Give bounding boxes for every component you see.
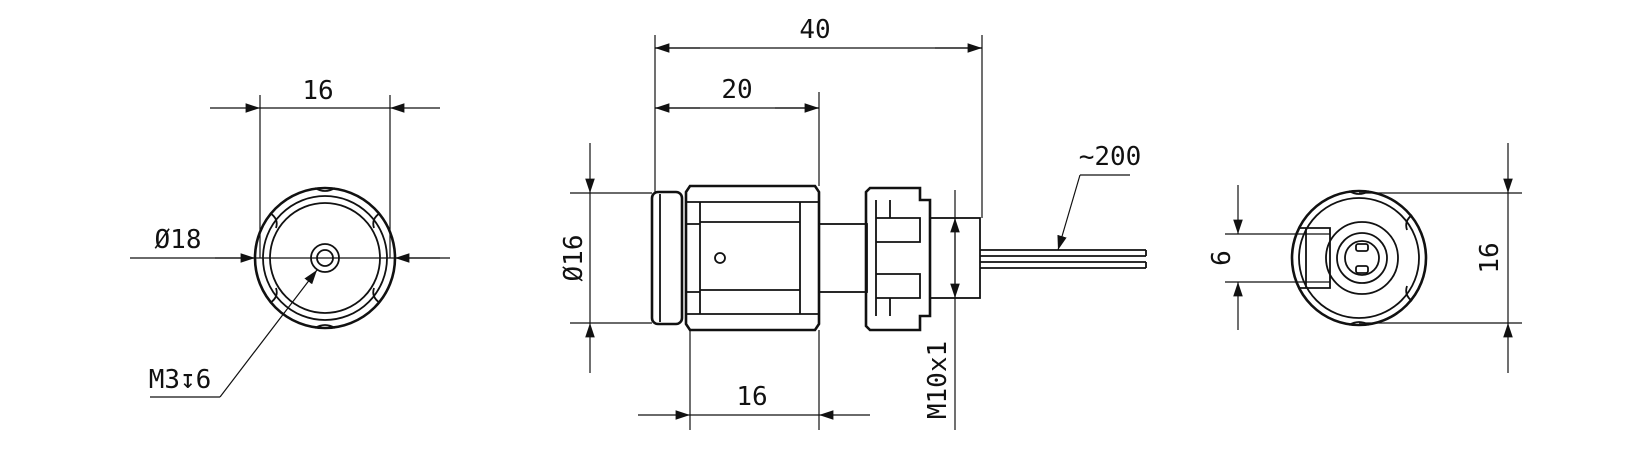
front-knurl-notches: [269, 187, 381, 329]
side-dim-thread: M10x1: [923, 341, 953, 419]
side-front-cap: [650, 190, 684, 326]
side-body-shoulder: [686, 223, 700, 293]
side-dim-body-length: 20: [721, 75, 752, 105]
front-dim-width: 16: [302, 76, 333, 106]
rear-dim-small: 6: [1207, 250, 1237, 266]
rear-knurl-notches: [1348, 190, 1413, 326]
front-thread-note: M3↧6: [149, 365, 212, 395]
rear-socket-inner: [1344, 240, 1380, 276]
side-main-body: [684, 184, 821, 332]
side-dim-diameter: Ø16: [559, 235, 589, 282]
side-neck: [818, 223, 868, 293]
rear-inner-ring: [1298, 197, 1420, 319]
thread-leader: [219, 269, 318, 398]
side-nut-teeth: [876, 217, 921, 299]
rear-contact-bottom: [1355, 265, 1369, 274]
rear-contact-top: [1355, 243, 1369, 252]
side-dim-cable: ~200: [1079, 142, 1142, 172]
side-body-dot: [714, 252, 726, 264]
side-dim-nut-length: 16: [736, 382, 767, 412]
rear-dim-height: 16: [1475, 242, 1505, 273]
side-nut: [864, 186, 932, 332]
rear-view: 6 16: [1207, 143, 1522, 373]
cable-leader: [1057, 174, 1081, 251]
front-view: 16 Ø18 M3↧6: [130, 76, 450, 398]
front-dim-diameter: Ø18: [155, 225, 202, 255]
rear-outer-circle: [1290, 189, 1428, 327]
rear-socket-outer: [1325, 221, 1399, 295]
side-view: 40 20 Ø16 16 M10x1 ~200: [559, 15, 1147, 430]
rear-flat-housing: [1300, 227, 1331, 289]
side-dim-total-length: 40: [799, 15, 830, 45]
rear-socket-ring: [1336, 232, 1388, 284]
